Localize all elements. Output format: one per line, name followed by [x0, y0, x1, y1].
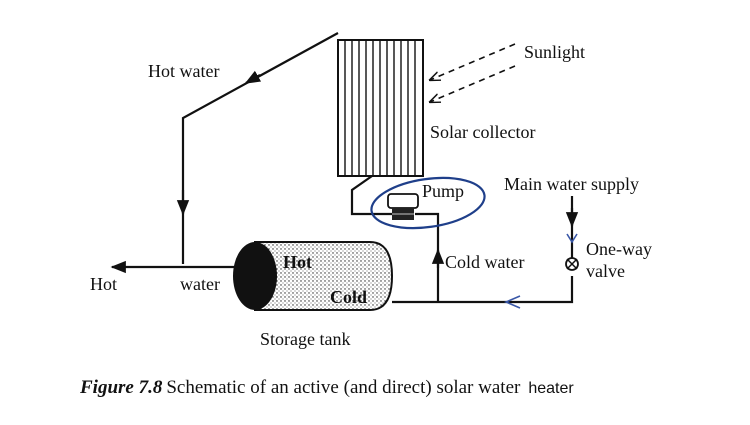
hot-water-pipe — [176, 32, 339, 264]
tank-cold-label: Cold — [330, 287, 367, 307]
pump — [370, 176, 486, 230]
hot-water-label: Hot water — [148, 61, 219, 81]
caption-tail: heater — [528, 380, 574, 397]
caption-text: Schematic of an active (and direct) sola… — [166, 377, 521, 398]
main-supply-pipe — [565, 196, 579, 258]
cold-water-label: Cold water — [445, 252, 524, 272]
hot-outlet-label-left: Hot — [90, 274, 117, 294]
hot-outlet-label-right: water — [180, 274, 220, 294]
main-water-supply-label: Main water supply — [504, 174, 639, 194]
one-way-valve — [565, 257, 579, 271]
pump-label: Pump — [422, 181, 464, 201]
storage-tank-label: Storage tank — [260, 329, 350, 349]
sunlight-rays — [430, 43, 516, 102]
solar-collector-label: Solar collector — [430, 122, 535, 142]
tank-hot-label: Hot — [283, 252, 312, 272]
solar-collector-panel — [337, 39, 424, 177]
sunlight-label: Sunlight — [524, 42, 585, 62]
figure-caption: Figure 7.8 Schematic of an active (and d… — [79, 377, 574, 398]
cold-return-pipe — [392, 276, 574, 309]
storage-tank — [233, 241, 394, 311]
one-way-valve-label-line1: One-way — [586, 239, 652, 259]
one-way-valve-label-line2: valve — [586, 261, 625, 281]
caption-figure-number: Figure 7.8 — [79, 377, 163, 398]
